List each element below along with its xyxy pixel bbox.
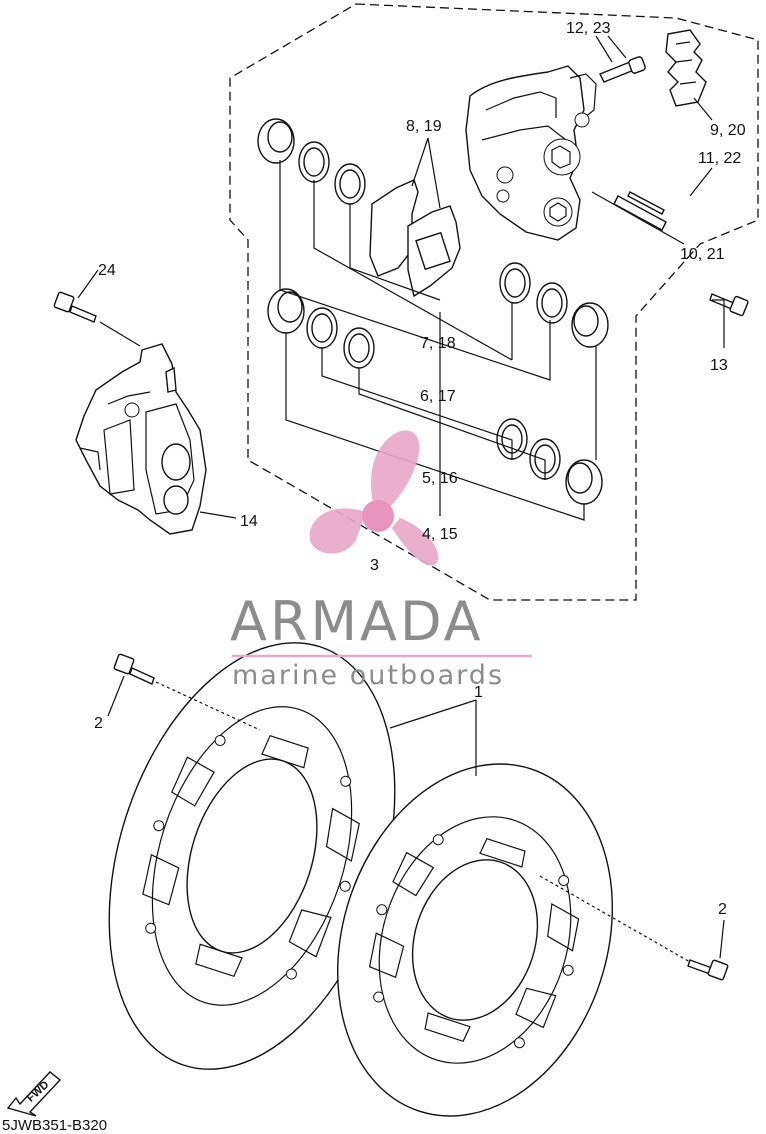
brand-tagline: marine outboards bbox=[232, 660, 504, 691]
label-6-17: 6, 17 bbox=[420, 388, 456, 405]
armada-logo: ARMADA marine outboards bbox=[230, 430, 532, 691]
label-4-15: 4, 15 bbox=[422, 526, 458, 543]
propeller-blade bbox=[392, 518, 439, 566]
label-9-20: 9, 20 bbox=[710, 122, 746, 139]
disc-bolt-right bbox=[687, 959, 729, 981]
brand-name: ARMADA bbox=[230, 590, 484, 653]
label-5-16: 5, 16 bbox=[422, 470, 458, 487]
label-11-22: 11, 22 bbox=[698, 150, 741, 167]
pad-pin bbox=[613, 191, 667, 231]
label-12-23: 12, 23 bbox=[566, 20, 611, 37]
disc-bolt-left bbox=[113, 653, 155, 685]
diagram-code: 5JWB351-B320 bbox=[2, 1117, 107, 1134]
label-2-left: 2 bbox=[94, 715, 103, 732]
caliper-kit-boundary bbox=[229, 3, 759, 601]
label-24: 24 bbox=[98, 262, 116, 279]
caliper-assembly-14 bbox=[75, 343, 207, 535]
label-3: 3 bbox=[370, 557, 379, 574]
brake-disc-left bbox=[108, 642, 396, 1070]
upper-piston-row bbox=[257, 118, 609, 348]
propeller-blade bbox=[309, 508, 366, 554]
brake-disc-right bbox=[336, 763, 614, 1117]
pad-spring bbox=[665, 29, 707, 107]
label-1: 1 bbox=[474, 684, 483, 701]
brake-pad-set bbox=[369, 179, 461, 298]
label-10-21: 10, 21 bbox=[680, 246, 725, 263]
leader-lines-discs bbox=[107, 675, 725, 963]
label-2-right: 2 bbox=[718, 901, 727, 918]
leader-lines-caliper bbox=[77, 35, 725, 521]
propeller-hub bbox=[362, 500, 394, 532]
label-7-18: 7, 18 bbox=[420, 335, 456, 352]
fwd-arrow-icon: FWD bbox=[6, 1071, 62, 1117]
label-8-19: 8, 19 bbox=[406, 118, 442, 135]
bleed-screw bbox=[599, 56, 646, 83]
bolt-24 bbox=[53, 291, 97, 323]
propeller-blade bbox=[370, 430, 420, 520]
lower-piston-row bbox=[267, 288, 603, 505]
propeller-icon bbox=[309, 430, 439, 566]
label-14: 14 bbox=[240, 513, 258, 530]
caliper-body bbox=[465, 65, 597, 241]
mounting-bolt-13 bbox=[709, 293, 749, 317]
label-13: 13 bbox=[710, 357, 728, 374]
callout-labels: 12, 23 9, 20 8, 19 11, 22 10, 21 24 13 7… bbox=[94, 20, 746, 918]
